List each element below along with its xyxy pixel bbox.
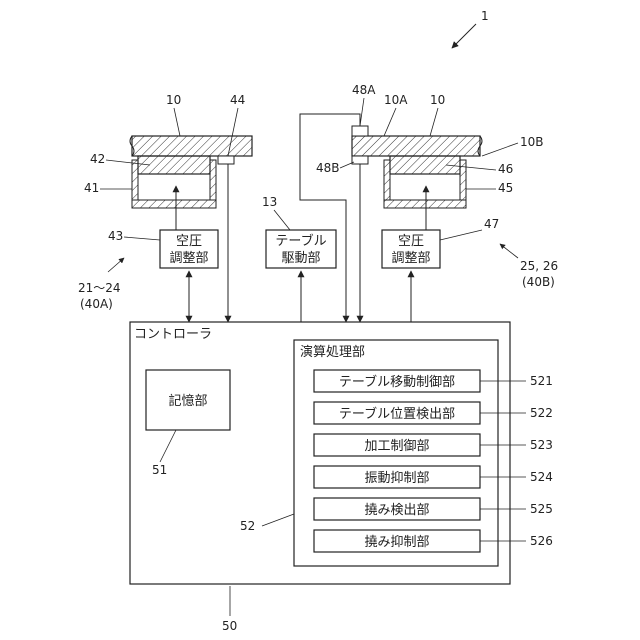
left-adjuster-text-2: 調整部 — [169, 251, 208, 266]
drive-text-1: テーブル — [275, 233, 326, 249]
right-sensor-bottom — [352, 156, 368, 164]
module-label-6: 526 — [530, 534, 553, 548]
right-sensor-top-label: 48A — [352, 83, 376, 97]
right-table — [352, 136, 480, 156]
drive-unit: テーブル 駆動部 13 — [262, 195, 336, 268]
module-text-6: 撓み抑制部 — [364, 535, 429, 550]
left-group-label-1: 21～24 — [78, 281, 121, 295]
right-group-label-1: 25, 26 — [520, 259, 558, 273]
left-group-label-2: (40A) — [80, 297, 113, 311]
right-frame-wall-left — [384, 160, 390, 200]
controller: コントローラ 50 記憶部 51 演算処理部 52 テーブル移動制御部 521 テー… — [130, 322, 553, 633]
drive-text-2: 駆動部 — [281, 251, 320, 266]
memory-label: 51 — [152, 463, 167, 477]
module-text-4: 振動抑制部 — [364, 471, 429, 486]
right-adjuster-text-2: 調整部 — [391, 251, 430, 266]
controller-title: コントローラ — [134, 327, 212, 342]
left-unit: 10 44 42 41 空圧 調整部 43 21～24 (40A) — [78, 93, 252, 311]
module-text-3: 加工制御部 — [364, 439, 429, 454]
figure-ref-label: 1 — [481, 9, 489, 23]
left-plate-label: 42 — [90, 152, 105, 166]
memory-text: 記憶部 — [168, 393, 207, 409]
left-table-label: 10 — [166, 93, 181, 107]
module-text-1: テーブル移動制御部 — [339, 374, 455, 390]
left-frame-wall-right — [210, 160, 216, 200]
left-frame-label: 41 — [84, 181, 99, 195]
right-group-label-2: (40B) — [522, 275, 555, 289]
right-sensor-bottom-label: 48B — [316, 161, 340, 175]
module-label-4: 524 — [530, 470, 553, 484]
left-frame-base — [132, 200, 216, 208]
right-table-top-label: 10A — [384, 93, 408, 107]
left-sensor-label: 44 — [230, 93, 245, 107]
right-sensor-top — [352, 126, 368, 136]
module-label-5: 525 — [530, 502, 553, 516]
left-frame-wall-left — [132, 160, 138, 200]
processor-label: 52 — [240, 519, 255, 533]
left-sensor — [218, 156, 234, 164]
right-frame-wall-right — [460, 160, 466, 200]
module-text-5: 撓み検出部 — [364, 503, 429, 518]
left-adjuster-label: 43 — [108, 229, 123, 243]
right-frame-label: 45 — [498, 181, 513, 195]
module-label-1: 521 — [530, 374, 553, 388]
right-frame-base — [384, 200, 466, 208]
controller-label: 50 — [222, 619, 237, 633]
right-sensor-top-to-controller — [300, 114, 360, 322]
left-table — [132, 136, 252, 156]
left-adjuster-text-1: 空圧 — [176, 234, 202, 249]
figure-ref-arrow — [452, 24, 476, 48]
module-text-2: テーブル位置検出部 — [339, 406, 455, 422]
right-plate-label: 46 — [498, 162, 513, 176]
right-adjuster-text-1: 空圧 — [398, 234, 424, 249]
right-table-bottom-label: 10B — [520, 135, 544, 149]
processor-title: 演算処理部 — [300, 344, 365, 360]
module-label-3: 523 — [530, 438, 553, 452]
module-label-2: 522 — [530, 406, 553, 420]
right-adjuster-label: 47 — [484, 217, 499, 231]
drive-label: 13 — [262, 195, 277, 209]
right-table-label: 10 — [430, 93, 445, 107]
